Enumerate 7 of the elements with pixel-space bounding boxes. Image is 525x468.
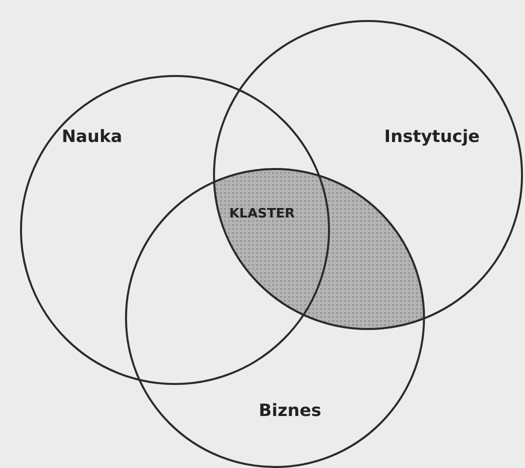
venn-circle bbox=[213, 20, 523, 330]
venn-circle bbox=[20, 75, 330, 385]
center-label: KLASTER bbox=[229, 206, 295, 222]
circle-label: Biznes bbox=[258, 401, 322, 421]
venn-circle bbox=[125, 168, 425, 468]
circle-label: Nauka bbox=[62, 127, 122, 147]
circle-label: Instytucje bbox=[384, 127, 480, 147]
